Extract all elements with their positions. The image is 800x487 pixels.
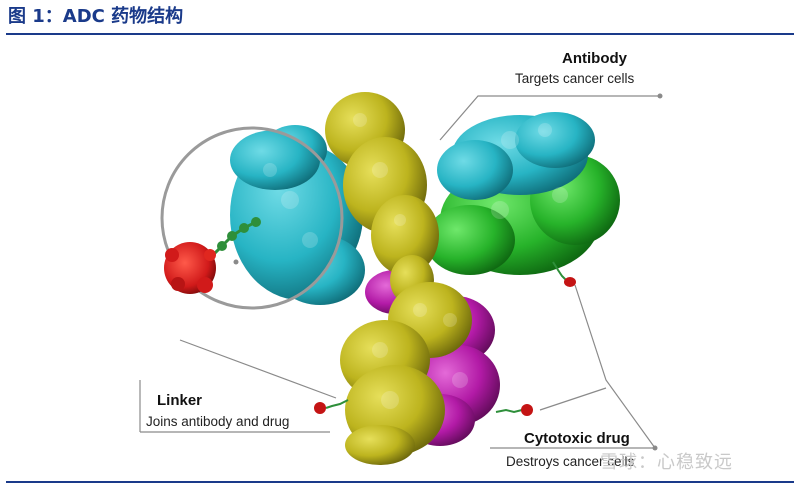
antibody-label-desc: Targets cancer cells [515, 71, 635, 86]
linker-label-title: Linker [157, 392, 203, 409]
header-rule [6, 33, 794, 35]
watermark: 雪球：心稳致远 [600, 452, 733, 473]
drug-label-title: Cytotoxic drug [524, 430, 630, 447]
drug-callout-dot [652, 445, 658, 451]
drug-callout-line-2 [539, 387, 607, 411]
drug-callout-line-1 [574, 284, 656, 449]
drug-label-desc: Destroys cancer cells [506, 454, 635, 469]
antibody-callout-line [439, 95, 660, 141]
heavy-chain-yellow [325, 92, 472, 465]
linker-zoomed [208, 217, 261, 260]
linker-zoom-dot [233, 259, 239, 265]
fab-right [425, 112, 620, 275]
linker-drug-right-fab [552, 261, 576, 287]
figure-title: 图 1：ADC 药物结构 [8, 6, 184, 27]
callout-lines [139, 95, 660, 449]
linker-callout-line-1 [179, 339, 337, 399]
linker-drug-fc-left [314, 399, 349, 414]
linker-label-desc: Joins antibody and drug [146, 414, 290, 429]
footer-rule [6, 481, 794, 483]
drug-zoomed [164, 242, 216, 294]
antibody-label-title: Antibody [562, 50, 627, 67]
antibody-callout-dot [657, 93, 663, 99]
linker-drug-fc-right [495, 404, 533, 416]
